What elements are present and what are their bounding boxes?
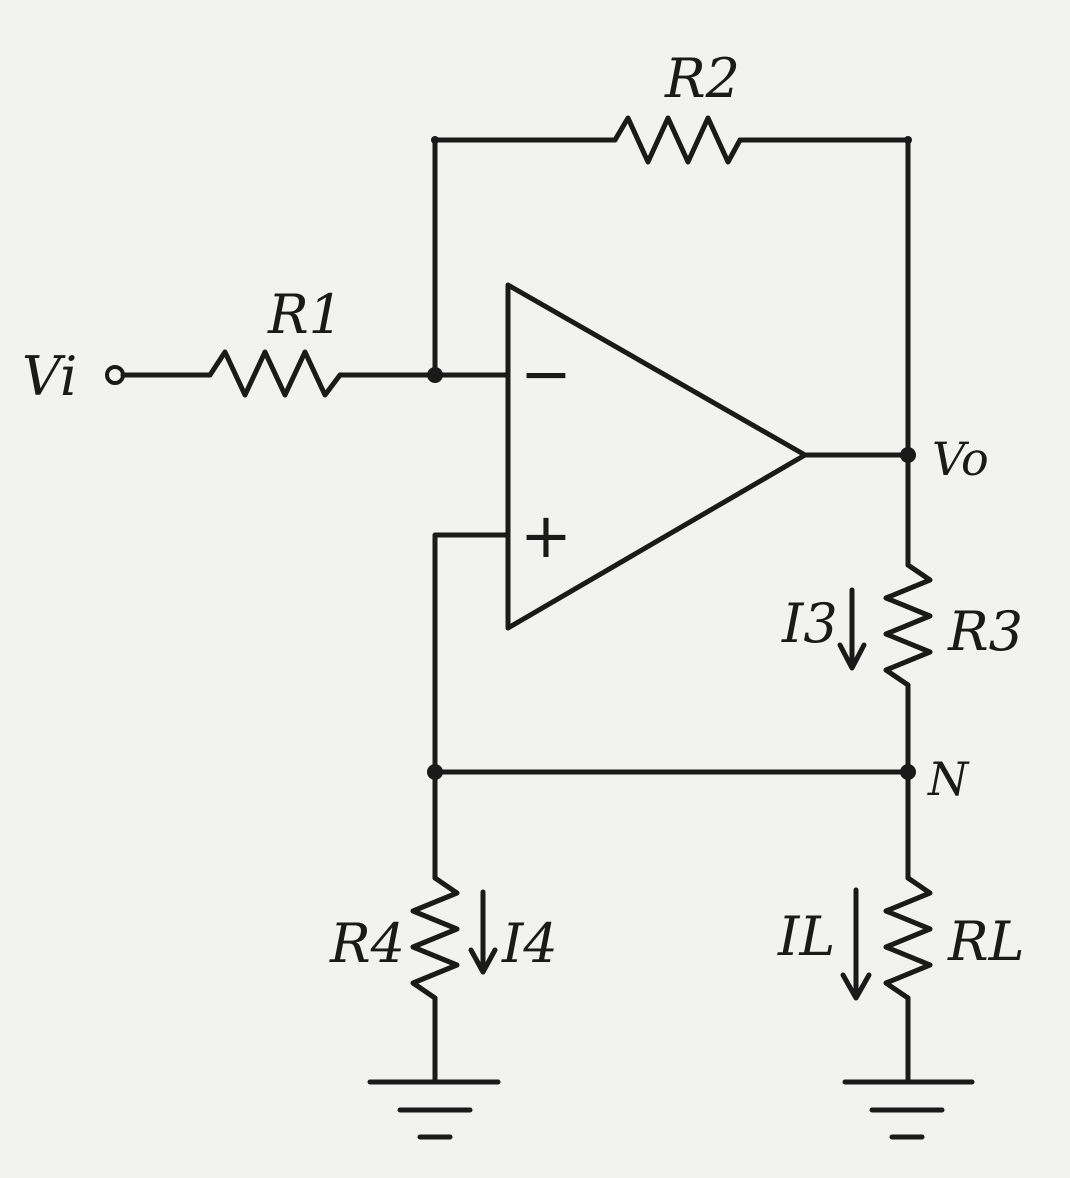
arrow-i4 bbox=[468, 889, 498, 975]
arrow-il bbox=[840, 887, 872, 1001]
junction-n bbox=[900, 764, 916, 780]
arrow-i3 bbox=[837, 587, 867, 671]
inverting-sign: − bbox=[520, 337, 572, 410]
op-amp bbox=[505, 282, 808, 631]
junction-feedback-top-left bbox=[431, 136, 439, 144]
junction-vo bbox=[900, 447, 916, 463]
label-vo: Vo bbox=[932, 432, 989, 486]
ground-symbol-left bbox=[367, 1079, 501, 1140]
junction-feedback-top-right bbox=[904, 136, 912, 144]
wire-feedback-right bbox=[737, 137, 911, 458]
resistor-r2 bbox=[612, 115, 743, 165]
resistor-r1 bbox=[207, 349, 343, 398]
resistor-r4 bbox=[410, 875, 460, 1001]
label-vi: Vi bbox=[22, 345, 77, 408]
label-r1: R1 bbox=[267, 283, 343, 346]
label-il: IL bbox=[777, 905, 835, 968]
wire-non-inverting bbox=[432, 532, 511, 775]
non-inverting-sign: + bbox=[520, 499, 572, 572]
ground-symbol-right bbox=[842, 1079, 975, 1140]
label-r2: R2 bbox=[664, 47, 740, 110]
resistor-r3 bbox=[883, 562, 933, 688]
label-i3: I3 bbox=[781, 592, 838, 655]
label-i4: I4 bbox=[501, 912, 558, 975]
junction-inverting bbox=[427, 367, 443, 383]
label-rl: RL bbox=[947, 910, 1025, 973]
label-r4: R4 bbox=[329, 912, 405, 975]
resistor-rl bbox=[883, 875, 933, 1001]
junction-left-bridge bbox=[427, 764, 443, 780]
label-n: N bbox=[927, 752, 970, 806]
label-r3: R3 bbox=[947, 600, 1023, 663]
